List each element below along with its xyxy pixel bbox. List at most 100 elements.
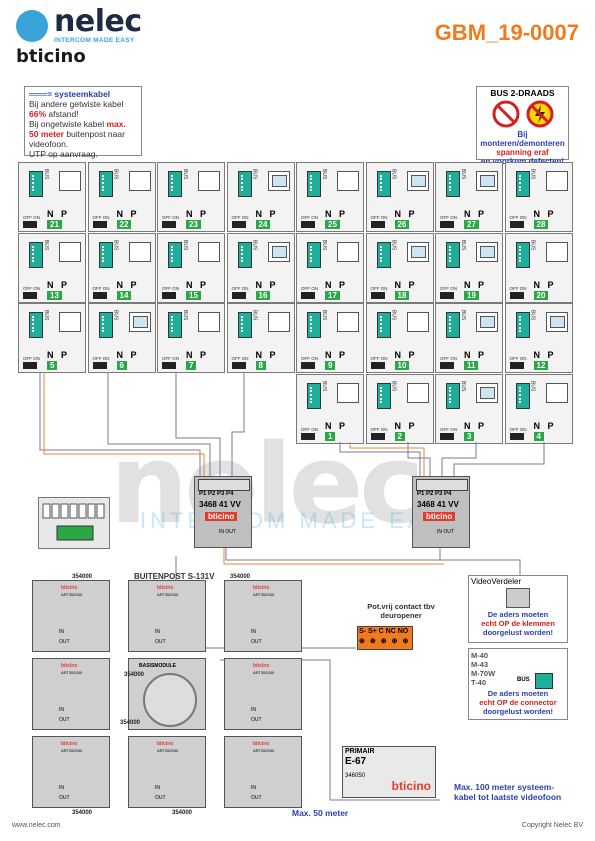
power-supply: PRIMAIR E-67 346050 bticino — [342, 746, 436, 798]
station-number: 12 — [533, 361, 549, 370]
np-label: N P — [186, 279, 207, 290]
module-art: ART352000 — [61, 670, 83, 675]
station-number: 23 — [186, 220, 201, 229]
module-art: ART352000 — [253, 670, 275, 675]
switch-label: OFF ON — [440, 356, 457, 361]
brand-name: nelec — [54, 4, 142, 39]
bus-label: BUS — [529, 239, 536, 250]
watermark-tagline: INTERCOM MADE EASY — [140, 508, 464, 533]
bus-connector-icon — [237, 171, 252, 197]
monitor-icon — [337, 312, 359, 332]
switch-label: OFF ON — [231, 285, 249, 291]
bus-connector-icon — [376, 171, 391, 197]
bus-label: BUS — [182, 169, 188, 180]
partner-logo: bticino — [16, 46, 86, 67]
module-brand: bticino — [61, 663, 78, 669]
bus-connector-icon — [446, 241, 460, 268]
outdoor-code-mid: 354000 — [124, 672, 145, 678]
module-brand: bticino — [253, 741, 270, 747]
watermark: nelec — [110, 420, 424, 548]
np-label: N P — [47, 209, 68, 219]
bus-connector-icon — [307, 312, 321, 338]
distributor-ports: P1 P2 P3 P4 — [199, 491, 234, 497]
station-number: 21 — [47, 220, 62, 229]
bus-label: BUS — [529, 169, 536, 180]
switch-label: OFF ON — [162, 215, 179, 220]
brand-tagline: INTERCOM MADE EASY — [54, 37, 135, 44]
station-number: 3 — [464, 431, 475, 441]
bus-warning-title: BUS 2-DRAADS — [490, 88, 555, 98]
bus-connector-icon — [237, 241, 252, 268]
switch-icon — [23, 291, 37, 299]
vd-line1: De aders moeten — [487, 610, 549, 619]
bus-warning: BUS 2-DRAADS Bij monteren/demonteren spa… — [476, 86, 569, 166]
bus-warning-l1: Bij monteren/demonteren — [480, 130, 565, 148]
station-number: 20 — [533, 290, 549, 300]
bus-connector-icon — [376, 241, 391, 268]
switch-icon — [440, 432, 454, 440]
module-out: OUT — [251, 717, 262, 723]
bus-connector-icon — [515, 312, 530, 338]
switch-icon — [440, 362, 454, 369]
monitor-icon — [198, 241, 220, 262]
switch-icon — [231, 362, 246, 369]
switch-icon — [440, 221, 454, 228]
module-label: BASISMODULE — [139, 663, 176, 669]
bus-label: BUS — [390, 380, 397, 391]
vd-line3: doorgelust worden! — [483, 628, 553, 637]
footer-copyright: Copyright Nelec BV — [521, 822, 583, 829]
bus-label: BUS — [43, 239, 49, 250]
switch-label: OFF ON — [23, 215, 40, 220]
vd-line2: echt OP de klemmen — [481, 619, 555, 628]
station-number: 22 — [116, 220, 132, 229]
switch-label: OFF ON — [162, 285, 179, 291]
outdoor-title: BUITENPOST S-131V — [134, 572, 215, 581]
switch-label: OFF ON — [301, 356, 318, 361]
outdoor-code-bottom-left: 354000 — [72, 810, 93, 816]
bus-label: BUS — [321, 310, 327, 321]
station-number: 16 — [255, 290, 271, 300]
dip-switch-detail — [38, 497, 110, 549]
switch-label: OFF ON — [231, 215, 249, 220]
monitor-icon — [476, 241, 498, 262]
np-label: N P — [325, 420, 346, 431]
monitor-icon — [476, 171, 498, 191]
np-label: N P — [464, 350, 485, 360]
psu-brand: bticino — [391, 779, 431, 793]
bus-label: BUS — [529, 380, 536, 391]
bus-label: BUS — [390, 169, 397, 180]
station-number: 15 — [186, 290, 201, 300]
np-label: N P — [47, 279, 68, 290]
monitor-icon — [128, 241, 151, 262]
switch-label: OFF ON — [509, 215, 527, 220]
station-number: 26 — [394, 220, 410, 229]
switch-icon — [301, 291, 315, 299]
nelec-logo-icon — [16, 10, 48, 42]
module-in: IN — [251, 785, 256, 791]
np-label: N P — [186, 350, 207, 360]
station-number: 28 — [533, 220, 549, 229]
bus-connector-icon — [237, 312, 252, 338]
module-brand: bticino — [253, 585, 270, 591]
bus-label: BUS — [390, 310, 397, 321]
station-number: 18 — [394, 290, 410, 300]
switch-icon — [23, 362, 37, 369]
monitor-icon — [406, 382, 429, 403]
bus-warning-l3: en voorkom defecten! — [477, 157, 568, 166]
np-label: N P — [533, 209, 554, 219]
bus-connector-icon — [307, 171, 321, 197]
dip-switch-icon — [42, 503, 105, 541]
video-distributor-icon — [506, 588, 530, 608]
distributor-terminals — [416, 479, 468, 491]
outdoor-code-top-right: 354000 — [230, 574, 251, 580]
switch-icon — [162, 362, 176, 369]
